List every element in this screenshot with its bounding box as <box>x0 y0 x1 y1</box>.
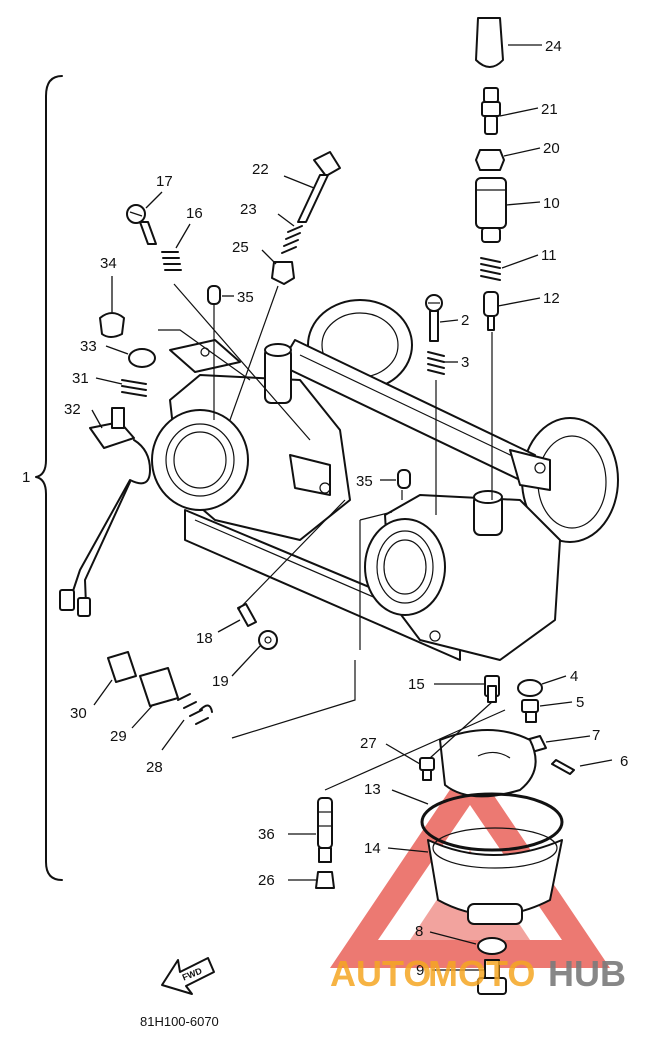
callout-22: 22 <box>252 161 269 178</box>
callout-16: 16 <box>186 205 203 222</box>
part-3-spring <box>427 351 445 375</box>
callout-34: 34 <box>100 255 117 272</box>
watermark-auto: AUTO <box>330 953 431 994</box>
callout-3: 3 <box>461 354 469 371</box>
callout-12: 12 <box>543 290 560 307</box>
callout-1: 1 <box>22 469 30 486</box>
part-11-spring <box>480 257 501 281</box>
callout-32: 32 <box>64 401 81 418</box>
part-22-screw <box>297 151 341 223</box>
assembly-bracket <box>35 75 63 881</box>
callout-35-right: 35 <box>356 473 373 490</box>
part-15-jet <box>484 675 500 703</box>
watermark-hub: HUB <box>548 953 626 994</box>
forward-arrow-icon: FWD <box>161 957 215 995</box>
callout-5: 5 <box>576 694 584 711</box>
callout-9: 9 <box>416 962 424 979</box>
part-25-cap <box>271 261 295 285</box>
callout-labels: 24 21 20 10 11 12 2 3 22 23 25 17 16 35 … <box>22 38 628 979</box>
part-9-drain-plug <box>477 959 507 995</box>
callout-24: 24 <box>545 38 562 55</box>
part-27-screw <box>419 757 435 781</box>
part-10-adjuster <box>475 177 507 243</box>
reference-code: 81H100-6070 <box>140 1014 219 1029</box>
part-30-piece <box>107 651 137 683</box>
reference-lines <box>158 283 506 791</box>
callout-20: 20 <box>543 140 560 157</box>
part-8-washer <box>477 937 507 955</box>
part-19-clip <box>258 630 278 650</box>
part-4-washer <box>517 679 543 697</box>
callout-13: 13 <box>364 781 381 798</box>
callout-4: 4 <box>570 668 578 685</box>
part-24-cap <box>475 17 504 68</box>
float-assembly <box>439 729 537 798</box>
part-28-spring <box>177 693 213 725</box>
callout-18: 18 <box>196 630 213 647</box>
part-2-screw <box>425 294 443 342</box>
callout-35-top: 35 <box>237 289 254 306</box>
part-12-pin <box>483 291 499 331</box>
part-6-pin <box>551 759 575 775</box>
callout-17: 17 <box>156 173 173 190</box>
callout-8: 8 <box>415 923 423 940</box>
callout-25: 25 <box>232 239 249 256</box>
part-36-jet <box>317 797 333 863</box>
callout-2: 2 <box>461 312 469 329</box>
callout-29: 29 <box>110 728 127 745</box>
callout-11: 11 <box>541 247 557 264</box>
part-35-right <box>397 469 411 489</box>
callout-28: 28 <box>146 759 163 776</box>
callout-19: 19 <box>212 673 229 690</box>
part-35-top <box>207 285 221 305</box>
part-23-spring <box>281 225 303 254</box>
callout-36: 36 <box>258 826 275 843</box>
part-21-fitting <box>481 87 501 135</box>
callout-27: 27 <box>360 735 377 752</box>
leader-lines <box>91 44 613 971</box>
watermark-moto: MOTO <box>428 953 535 994</box>
callout-33: 33 <box>80 338 97 355</box>
callout-30: 30 <box>70 705 87 722</box>
carburetor-body <box>151 299 619 661</box>
part-20-nut <box>475 149 505 171</box>
part-17-screw <box>126 204 157 245</box>
callout-6: 6 <box>620 753 628 770</box>
part-14-float-bowl <box>427 827 563 925</box>
part-29-piece <box>139 667 179 707</box>
part-5-screw <box>521 699 539 723</box>
part-16-spring <box>161 251 182 271</box>
part-33-washer <box>128 348 156 368</box>
callout-26: 26 <box>258 872 275 889</box>
part-32-sensor <box>59 407 151 617</box>
part-26-screw <box>315 871 335 889</box>
part-34-cap <box>99 312 125 338</box>
callout-21: 21 <box>541 101 558 118</box>
callout-7: 7 <box>592 727 600 744</box>
callout-14: 14 <box>364 840 381 857</box>
part-13-gasket <box>420 792 564 852</box>
watermark-text: AUTO MOTO HUB <box>330 953 626 994</box>
part-31-spring <box>121 379 147 397</box>
callout-31: 31 <box>72 370 89 387</box>
callout-23: 23 <box>240 201 257 218</box>
callout-10: 10 <box>543 195 560 212</box>
callout-15: 15 <box>408 676 425 693</box>
